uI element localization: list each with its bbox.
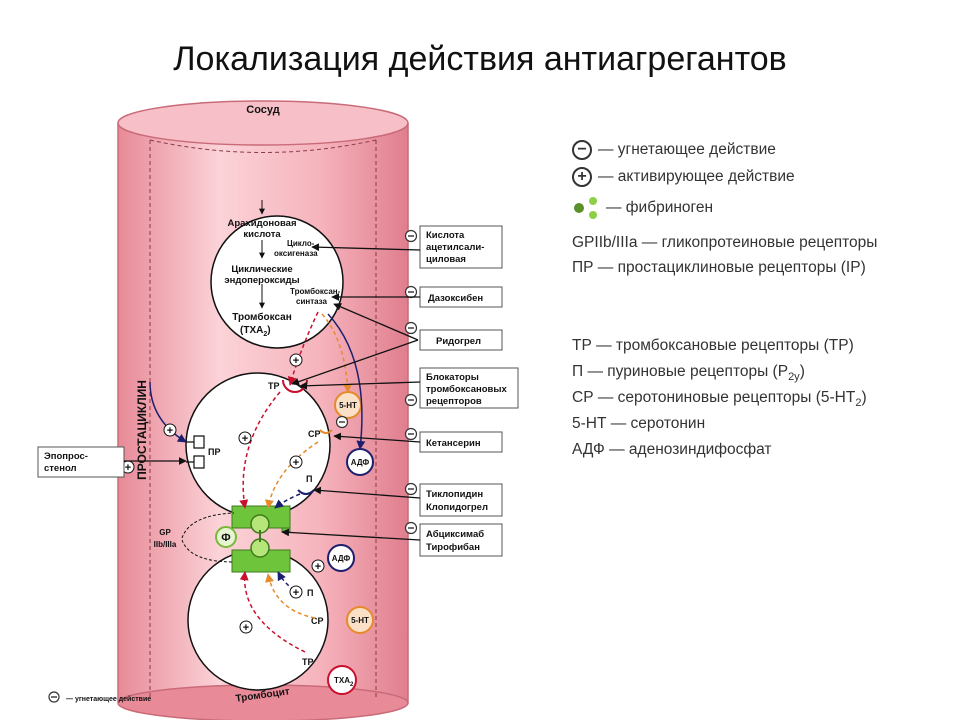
legend-inhibit: −— угнетающее действие — [572, 140, 776, 160]
drug-clopidogrel: Клопидогрел — [426, 502, 488, 513]
drug-tp-blockers-line1: Блокаторы — [426, 372, 479, 383]
drug-epoprostenol-line2: стенол — [44, 463, 77, 474]
p-label: П — [306, 474, 312, 484]
txa2-badge — [327, 665, 357, 695]
cp-label: СР — [308, 429, 321, 439]
minus-icon: − — [572, 140, 592, 160]
txa2-badge-label: TXA2 — [334, 676, 354, 688]
fibrinogen-icon — [572, 197, 602, 219]
adp2-label: АДФ — [332, 554, 351, 563]
drug-abciximab: Абциксимаб — [426, 529, 484, 540]
prostacyclin-label: ПРОСТАЦИКЛИН — [135, 380, 149, 480]
svg-text:+: + — [242, 433, 248, 445]
fibrinogen-f-badge — [215, 526, 237, 548]
txa2-label: (TXA2) — [240, 325, 271, 338]
plus-signs — [121, 353, 325, 634]
cyclooxygenase-line2: оксигеназа — [274, 249, 318, 258]
arachidonic-acid-line1: Арахидоновая — [228, 218, 297, 229]
thromboxane-synthase-line1: Тромбоксан- — [290, 287, 341, 296]
drug-tirofiban: Тирофибан — [426, 542, 480, 553]
gp-receptor-bridge — [231, 505, 291, 573]
legend-cp: СР — серотониновые рецепторы (5-НТ2) — [572, 389, 867, 410]
plus-icon: + — [572, 167, 592, 187]
cyclooxygenase-line1: Цикло- — [287, 239, 315, 248]
minus-glyph-lines — [51, 235, 414, 698]
svg-text:+: + — [167, 425, 173, 437]
legend-p: П — пуриновые рецепторы (Р2у) — [572, 363, 805, 384]
drug-epoprostenol-line1: Эпопрос- — [44, 451, 88, 462]
svg-text:+: + — [293, 587, 299, 599]
drug-ketanserin: Кетансерин — [426, 438, 481, 449]
5ht-label: 5-НТ — [339, 401, 357, 410]
legend-pr: ПР — простациклиновые рецепторы (IP) — [572, 259, 866, 276]
top-cell — [210, 200, 344, 349]
drug-aspirin-line2: ацетилсали- — [426, 242, 484, 253]
pr-label: ПР — [208, 447, 220, 457]
svg-text:+: + — [293, 457, 299, 469]
svg-text:+: + — [315, 561, 321, 573]
f-label: Ф — [221, 532, 230, 544]
cyclic-endoperoxides-line1: Циклические — [231, 264, 292, 275]
drug-boxes — [37, 225, 519, 557]
page-title: Локализация действия антиагрегантов — [173, 40, 787, 78]
cp2-label: СР — [311, 616, 324, 626]
legend-adp: АДФ — аденозиндифосфат — [572, 441, 772, 458]
plus-glyphs: + + + + + + + + — [125, 355, 321, 634]
gp-label-line2: IIb/IIIa — [154, 540, 177, 549]
footnote: — угнетающее действие — [66, 695, 151, 703]
drug-tp-blockers-line2: тромбоксановых — [426, 384, 508, 395]
adp-label: АДФ — [351, 458, 370, 467]
svg-text:+: + — [243, 622, 249, 634]
drug-dazoxiben: Дазоксибен — [428, 293, 483, 304]
5ht2-badge — [346, 606, 374, 634]
pr-receptor — [186, 435, 205, 469]
gp-label-line1: GP — [159, 528, 171, 537]
thromboxane-synthase-line2: синтаза — [296, 297, 328, 306]
legend-gp: GPIIb/IIIa — гликопротеиновые рецепторы — [572, 234, 878, 251]
svg-text:+: + — [293, 355, 299, 367]
adp2-badge — [327, 544, 355, 572]
svg-text:+: + — [125, 462, 131, 474]
p2-label: П — [307, 588, 313, 598]
cp-receptor — [319, 429, 333, 434]
thromboxane-label: Тромбоксан — [232, 311, 292, 323]
drug-aspirin-line1: Кислота — [426, 230, 465, 241]
drug-ridogrel: Ридогрел — [436, 336, 481, 347]
p-receptor — [297, 489, 315, 495]
arachidonic-acid-line2: кислота — [243, 229, 281, 240]
legend-tp: ТР — тромбоксановые рецепторы (ТР) — [572, 337, 854, 354]
inhibition-arrows — [124, 243, 421, 541]
tp2-label: ТР — [302, 657, 314, 667]
vessel-label: Сосуд — [246, 104, 279, 116]
drug-aspirin-line3: циловая — [426, 254, 466, 265]
drug-tp-blockers-line3: рецепторов — [426, 396, 482, 407]
platelet-middle — [185, 372, 331, 691]
tp-label: ТР — [268, 381, 280, 391]
cyclic-endoperoxides-line2: эндопероксиды — [224, 275, 299, 286]
5ht2-label: 5-НТ — [351, 616, 369, 625]
legend-fibrinogen: — фибриноген — [572, 197, 713, 219]
legend-5ht: 5-НТ — серотонин — [572, 415, 706, 432]
drug-ticlopidine: Тиклопидин — [426, 489, 483, 500]
legend-activate: +— активирующее действие — [572, 167, 795, 187]
